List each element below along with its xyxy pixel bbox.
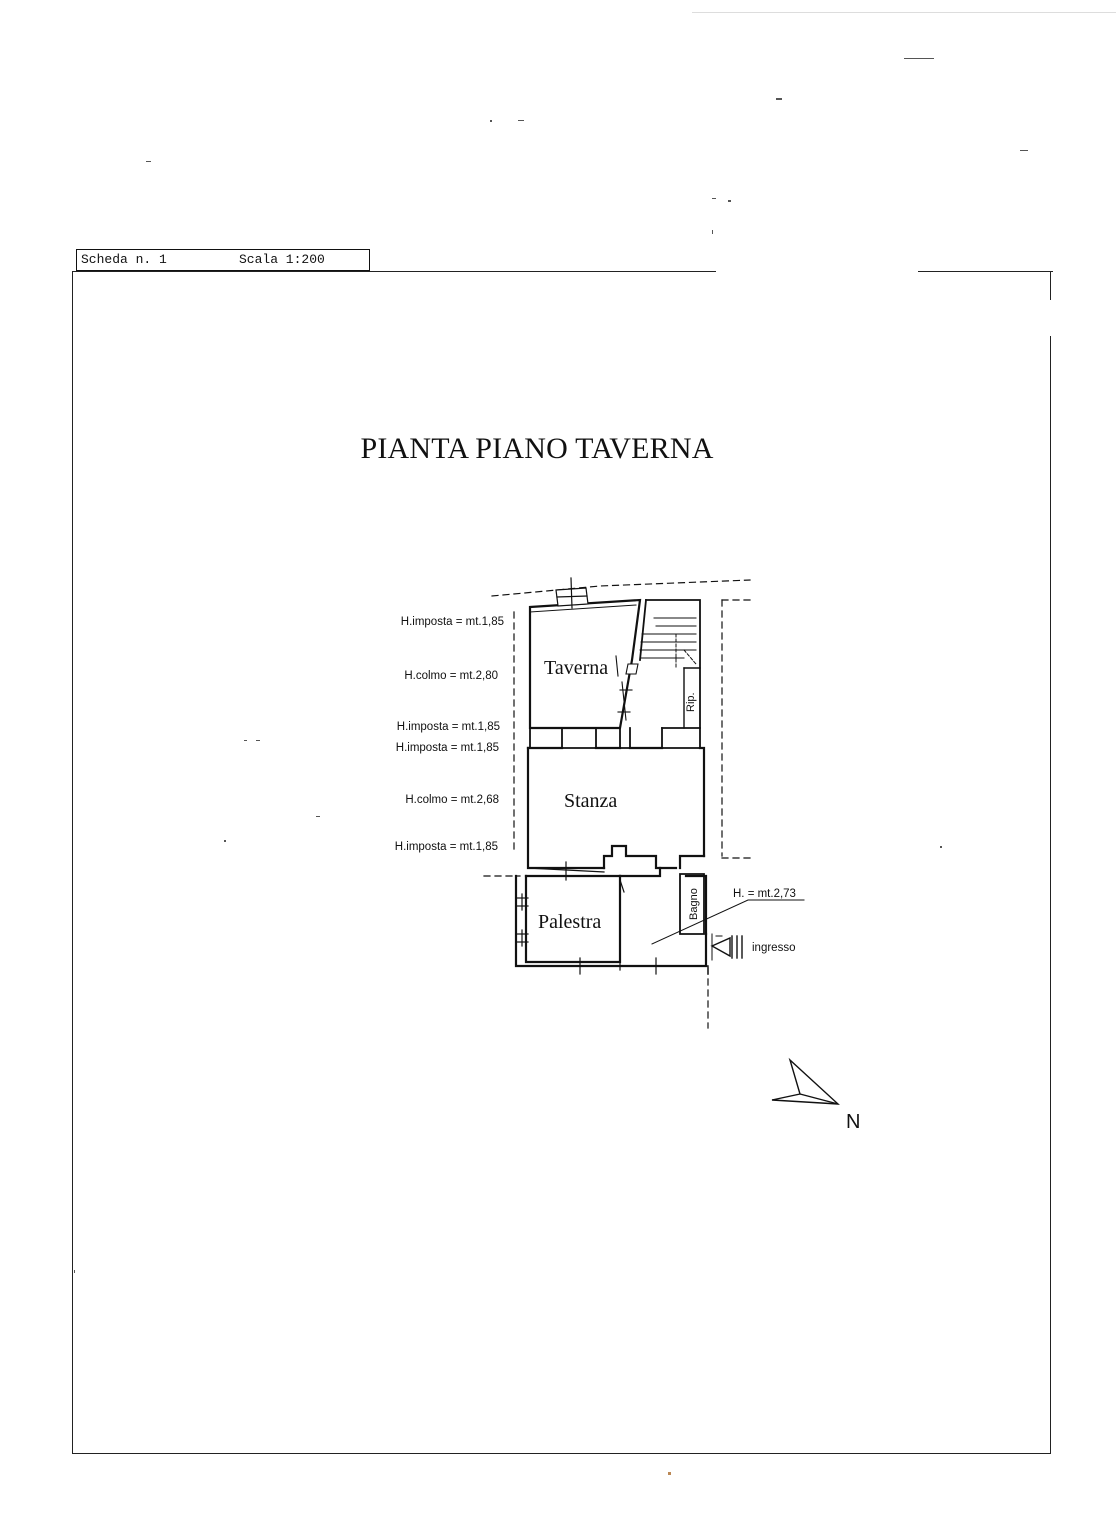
frame-top-rule-right (918, 271, 1053, 272)
taverna-window (555, 577, 589, 609)
palestra-room (514, 866, 708, 968)
height-label: H.colmo = mt.2,80 (404, 670, 498, 682)
height-label: H.colmo = mt.2,68 (405, 794, 499, 806)
middle-wall (529, 727, 701, 749)
sheet-frame (72, 272, 1051, 1454)
scan-speck (1020, 150, 1028, 151)
entrance-label: ingresso (752, 942, 795, 954)
room-label-palestra: Palestra (538, 911, 601, 933)
door-marks (615, 655, 639, 721)
sheet-header: Scheda n. 1 Scala 1:200 (76, 249, 370, 271)
scan-speck (316, 816, 320, 817)
scan-speck (244, 740, 247, 741)
room-label-stanza: Stanza (564, 790, 617, 812)
height-label: H.imposta = mt.1,85 (396, 742, 499, 754)
height-label: H.imposta = mt.1,85 (401, 616, 504, 628)
north-label: N (846, 1111, 860, 1133)
sheet-number: Scheda n. 1 (81, 252, 167, 267)
height-label: H.imposta = mt.1,85 (395, 841, 498, 853)
scan-speck (518, 120, 524, 121)
scan-speck (776, 98, 782, 100)
scan-speck (668, 1472, 671, 1475)
scan-speck (224, 840, 226, 842)
scan-speck (712, 198, 716, 199)
stair-treads (639, 617, 697, 669)
scan-speck (728, 200, 731, 202)
stanza-window-marks (527, 861, 605, 881)
scan-speck (490, 120, 492, 122)
scale-label: Scala 1:200 (239, 252, 325, 267)
scan-speck (74, 1270, 75, 1273)
room-label-ripostiglio: Rip. (685, 692, 697, 712)
height-label-bagno: H. = mt.2,73 (733, 888, 796, 900)
entrance-marker (710, 933, 743, 961)
room-label-taverna: Taverna (544, 657, 608, 679)
scan-speck (940, 846, 942, 848)
scan-speck (146, 161, 151, 162)
frame-top-rule-left (72, 271, 716, 272)
palestra-windows (515, 879, 657, 975)
scan-speck (904, 58, 934, 59)
bagno-leader-line (651, 899, 805, 945)
room-label-bagno: Bagno (688, 888, 700, 920)
taverna-room (528, 598, 642, 730)
plan-title: PIANTA PIANO TAVERNA (360, 432, 714, 465)
height-label: H.imposta = mt.1,85 (397, 721, 500, 733)
north-arrow-icon (771, 1057, 840, 1105)
scan-speck (692, 12, 1116, 13)
scan-speck (256, 740, 260, 741)
frame-edge-gap (1048, 300, 1054, 336)
scan-speck (712, 230, 713, 234)
bagno-room (679, 873, 705, 935)
boundary-dashed-lines (483, 579, 755, 1029)
